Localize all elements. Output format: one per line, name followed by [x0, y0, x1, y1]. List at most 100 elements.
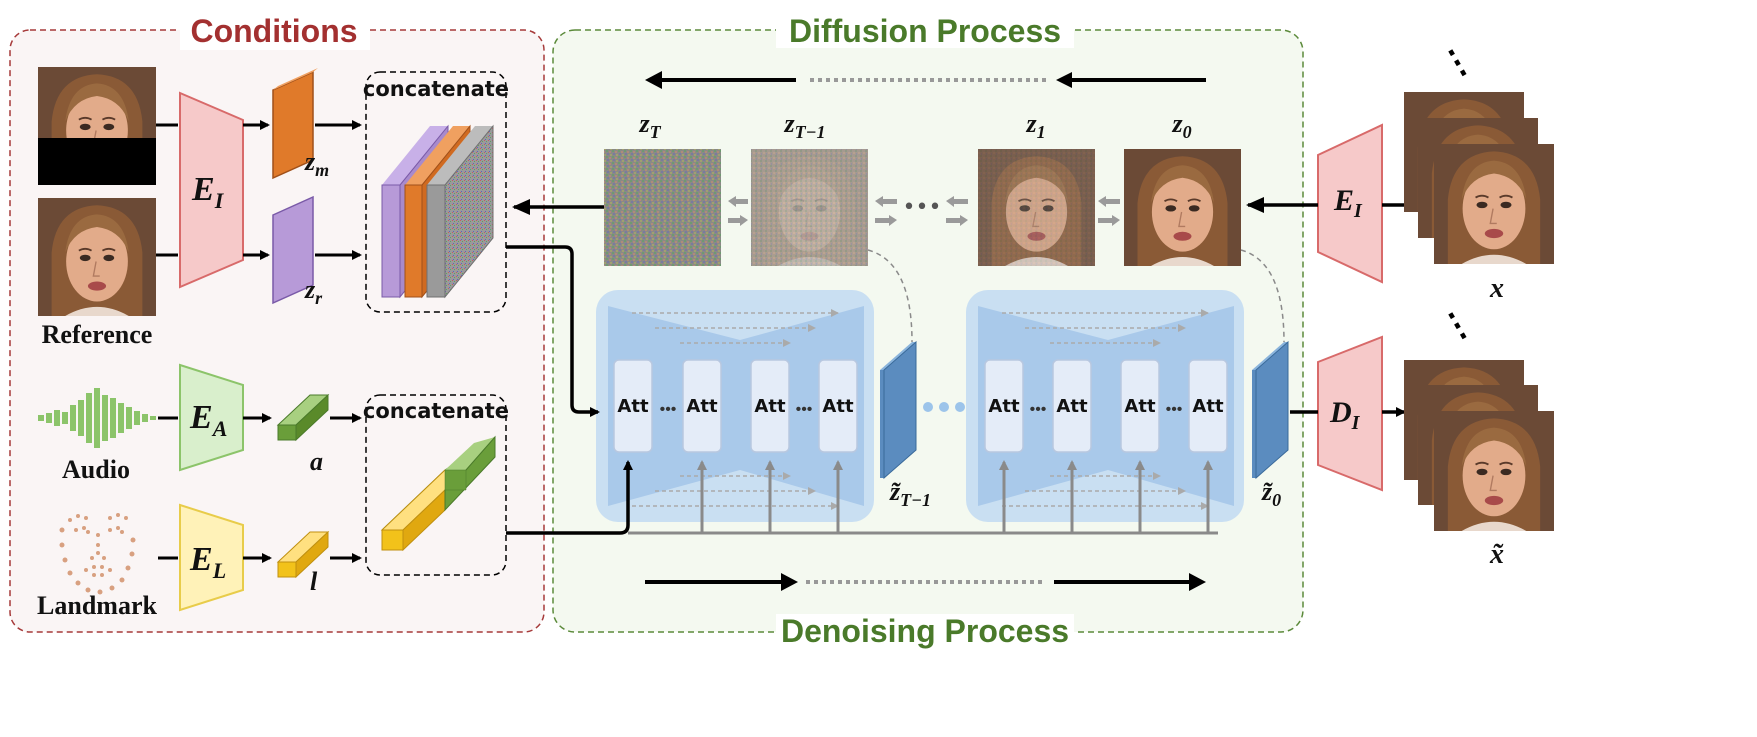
- concat-stack-top: [381, 124, 494, 299]
- svg-text:Att: Att: [988, 396, 1020, 417]
- landmark-label: Landmark: [37, 591, 157, 620]
- reference-label: Reference: [42, 320, 153, 349]
- frame-transition-arrows: [728, 196, 1120, 226]
- svg-text:Att: Att: [617, 396, 649, 417]
- noise-frame-zT: [604, 149, 721, 266]
- concat-label-top: concatenate: [363, 77, 509, 101]
- encoder-ea-sub: A: [211, 416, 228, 441]
- att-box: Att: [1052, 359, 1092, 453]
- svg-text:z̃T−1: z̃T−1: [889, 477, 931, 510]
- audio-label: Audio: [62, 455, 130, 484]
- image-encoder-right: EI: [1317, 123, 1383, 284]
- svg-text:EA: EA: [189, 399, 227, 441]
- svg-text:z0: z0: [1171, 109, 1191, 142]
- latent-ztilde-Tm1: [880, 340, 917, 480]
- svg-text:EI: EI: [191, 171, 225, 213]
- encoder-right-sub: I: [1353, 200, 1363, 222]
- noise-frame-z1: [978, 149, 1095, 266]
- att-ellipsis: •••: [796, 401, 813, 418]
- concat-stack-bottom: [380, 435, 496, 552]
- latent-zr: zr: [272, 195, 323, 308]
- clean-frame-z0: [1124, 149, 1241, 266]
- denoising-title: Denoising Process: [781, 613, 1069, 649]
- unet-block-2: [966, 290, 1244, 522]
- svg-text:z̃0: z̃0: [1261, 477, 1281, 510]
- encoder-ea-label: E: [189, 399, 213, 436]
- att-box: Att: [1120, 359, 1160, 453]
- ztilde-Tm1-label: z̃: [889, 477, 901, 506]
- concat-bottom-to-att-arrow: [506, 460, 633, 535]
- input-x-label: x: [1489, 273, 1504, 304]
- latent-a-label: a: [310, 447, 323, 476]
- latent-a: [276, 393, 330, 442]
- output-video-frames: [1404, 360, 1554, 532]
- unet-block-1: [596, 290, 874, 522]
- att-ellipsis: •••: [1030, 401, 1047, 418]
- zm-label: z: [304, 147, 316, 176]
- decoder-sub: I: [1351, 412, 1361, 434]
- denoising-direction-arrow: [645, 573, 1206, 591]
- concat-top-to-unet-arrow: [506, 245, 600, 417]
- top-stack-ellipsis: ⋮: [1433, 37, 1481, 87]
- svg-text:zm: zm: [304, 147, 329, 180]
- att-box: Att: [613, 359, 653, 453]
- decoder-label: D: [1329, 396, 1352, 429]
- svg-text:Att: Att: [1056, 396, 1088, 417]
- latent-zm: zm: [272, 68, 329, 180]
- bottom-stack-ellipsis: ⋮: [1433, 300, 1481, 350]
- zTm1-label: z: [783, 109, 795, 138]
- svg-text:Att: Att: [686, 396, 718, 417]
- ztilde-Tm1-sub: T−1: [900, 490, 931, 510]
- encoder-ei-label: E: [191, 171, 215, 208]
- att-ellipsis: •••: [1166, 401, 1183, 418]
- landmark-encoder: EL: [179, 503, 244, 612]
- svg-text:zT: zT: [638, 109, 661, 142]
- output-x-tilde-label: x̃: [1489, 539, 1504, 570]
- unet-skip-connections: [632, 309, 1209, 510]
- audio-encoder: EA: [179, 363, 244, 472]
- att-box: Att: [1188, 359, 1228, 453]
- zT-sub: T: [650, 122, 662, 142]
- zr-label: z: [304, 275, 316, 304]
- encoder-el-sub: L: [212, 558, 226, 583]
- encoder-right-label: E: [1333, 184, 1354, 217]
- reference-image: [38, 198, 156, 316]
- svg-text:EI: EI: [1333, 184, 1363, 222]
- att-ellipsis: •••: [660, 401, 677, 418]
- svg-text:Att: Att: [754, 396, 786, 417]
- svg-text:zr: zr: [304, 275, 323, 308]
- zT-label: z: [638, 109, 650, 138]
- concat-box-top: [365, 71, 507, 313]
- att-box: Att: [984, 359, 1024, 453]
- image-encoder: EI: [179, 91, 244, 289]
- input-video-frames: [1404, 92, 1554, 265]
- encoder-el-label: E: [189, 541, 213, 578]
- audio-waveform-icon: [38, 388, 156, 448]
- svg-text:Att: Att: [1192, 396, 1224, 417]
- latent-l-label: l: [310, 567, 318, 596]
- z0-sub: 0: [1183, 122, 1192, 142]
- svg-text:zT−1: zT−1: [783, 109, 825, 142]
- conditions-title: Conditions: [190, 13, 357, 49]
- z1-sub: 1: [1037, 122, 1046, 142]
- att-box: Att: [682, 359, 722, 453]
- landmark-face-icon: [59, 513, 136, 595]
- svg-text:Att: Att: [1124, 396, 1156, 417]
- z0-label: z: [1171, 109, 1183, 138]
- image-decoder: DI: [1317, 335, 1383, 492]
- zTm1-sub: T−1: [795, 122, 826, 142]
- frames-ellipsis: •••: [903, 195, 942, 220]
- condition-bus: [628, 460, 1218, 535]
- z1-label: z: [1025, 109, 1037, 138]
- latent-ztilde-0: [1252, 340, 1289, 480]
- ztilde-0-sub: 0: [1272, 490, 1281, 510]
- noise-frame-zTm1: [751, 149, 868, 266]
- att-box: Att: [750, 359, 790, 453]
- masked-reference-image: [38, 67, 156, 185]
- svg-text:Att: Att: [822, 396, 854, 417]
- concat-box-bottom: [365, 394, 507, 576]
- svg-text:EL: EL: [189, 541, 226, 583]
- encoder-ei-sub: I: [214, 188, 225, 213]
- att-box: Att: [818, 359, 858, 453]
